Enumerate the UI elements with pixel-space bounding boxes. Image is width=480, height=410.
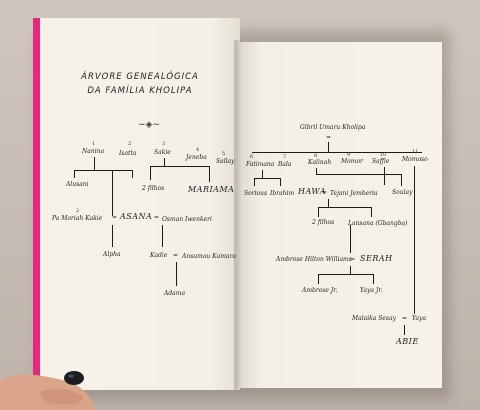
person-name: ABIE	[396, 337, 419, 346]
person-name: Pa Moriah Kakie	[52, 215, 103, 222]
gen-number: 2	[128, 141, 132, 147]
tree-line	[414, 166, 415, 314]
tree-title-line2: DA FAMÍLIA KHOLIPA	[87, 86, 193, 96]
person-name: Alusani	[66, 181, 89, 188]
tree-line	[74, 170, 75, 178]
tree-line	[112, 170, 113, 216]
left-page	[40, 18, 240, 390]
tree-line	[164, 158, 165, 166]
tree-line	[318, 207, 319, 217]
person-name: Jeneba	[186, 154, 207, 161]
marriage-sign: =	[326, 134, 332, 141]
marriage-sign: =	[112, 214, 118, 221]
tree-line	[318, 274, 374, 275]
gen-number: 3	[162, 141, 166, 147]
person-name: Osman Iwenkeri	[162, 216, 212, 223]
tree-line	[254, 178, 280, 179]
tree-line	[176, 262, 177, 286]
gen-number: 4	[196, 147, 200, 153]
gen-number: 1	[92, 141, 96, 147]
person-name: Ambrose Jr.	[302, 287, 338, 294]
right-page	[236, 42, 442, 388]
person-name: Nanina	[82, 148, 105, 155]
gen-number: 5	[222, 151, 226, 157]
person-name: Adama	[164, 290, 186, 297]
person-name: Gibril Umaru Kholipa	[300, 124, 366, 131]
ornament: ~◈~	[138, 120, 161, 130]
tree-line	[316, 168, 317, 174]
tree-line	[162, 225, 163, 247]
tree-line	[328, 142, 329, 152]
person-name: Kadie	[150, 252, 168, 259]
person-name: Momor	[341, 158, 363, 165]
tree-line	[350, 225, 351, 253]
tree-line	[112, 225, 113, 247]
gen-number: 10	[380, 152, 387, 158]
tree-line	[318, 274, 319, 284]
person-name: MARIAMA	[188, 185, 235, 194]
gen-number: 9	[347, 152, 351, 158]
person-name: Ansumau Kamara	[182, 253, 236, 260]
person-name: Alpha	[103, 251, 121, 258]
hand-icon	[0, 371, 95, 410]
marriage-sign: =	[173, 252, 179, 259]
person-name: Ibrahim	[270, 190, 295, 197]
person-name: Bala	[278, 161, 292, 168]
tree-line	[209, 166, 210, 182]
person-name: Tejani Jemberia	[330, 190, 378, 197]
book-cover-edge	[33, 18, 43, 390]
person-name: HAWA	[298, 187, 327, 196]
tree-line	[404, 325, 405, 335]
person-name: Ambrose Hilton Williams	[276, 256, 352, 263]
children-count: 2 filhos	[142, 185, 165, 192]
marriage-sign: =	[322, 189, 328, 196]
tree-line	[254, 178, 255, 186]
children-count: 2 filhos	[312, 219, 335, 226]
book-gutter	[234, 40, 242, 390]
person-name: Yaya	[412, 315, 427, 322]
person-name: Lansana (Gbangba)	[348, 220, 408, 227]
person-name: Saffie	[372, 158, 390, 165]
gen-number: 7	[283, 154, 287, 160]
person-name: Sakie	[154, 149, 171, 156]
tree-line	[328, 199, 329, 207]
tree-line	[350, 266, 351, 274]
tree-line	[371, 207, 372, 217]
marriage-sign: =	[350, 256, 356, 263]
tree-title-line1: ÁRVORE GENEALÓGICA	[81, 72, 199, 82]
person-name: Malaika Sesay	[352, 315, 396, 322]
gen-number: 11	[412, 149, 419, 155]
gen-number: 6	[250, 154, 254, 160]
person-name: Sallay	[216, 158, 235, 165]
tree-line	[252, 152, 422, 153]
person-name: Sorious	[244, 190, 268, 197]
tree-line	[280, 178, 281, 186]
tree-line	[132, 170, 133, 178]
person-name: Soulay	[392, 189, 413, 196]
marriage-sign: =	[402, 315, 408, 322]
person-name: Kalinah	[308, 159, 332, 166]
tree-line	[318, 207, 372, 208]
person-name: ASANA	[120, 212, 153, 221]
tree-line	[373, 274, 374, 284]
marriage-sign: =	[154, 214, 160, 221]
tree-line	[74, 170, 132, 171]
gen-number: 8	[314, 153, 318, 159]
person-name: Isatta	[119, 150, 137, 157]
tree-line	[262, 170, 263, 178]
person-name: SERAH	[360, 254, 393, 263]
person-name: Momoso	[402, 156, 428, 163]
gen-number: 2	[76, 208, 80, 214]
person-name: Yaya Jr.	[360, 287, 383, 294]
tree-line	[401, 174, 402, 186]
tree-line	[150, 166, 151, 180]
tree-line	[316, 174, 402, 175]
tree-line	[94, 157, 95, 170]
tree-line	[150, 166, 210, 167]
tree-line	[384, 167, 385, 185]
person-name: Fatimana	[246, 161, 275, 168]
